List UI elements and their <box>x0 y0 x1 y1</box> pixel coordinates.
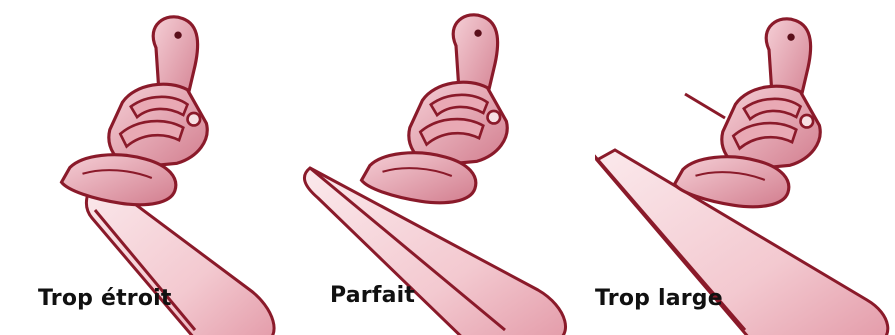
caption-wide: Trop large <box>595 286 723 311</box>
panel-narrow: Trop étroit <box>0 0 300 335</box>
panel-perfect: Parfait <box>300 0 595 335</box>
snowboard-binding-wide-icon <box>595 0 895 335</box>
panel-wide: Trop large <box>595 0 895 335</box>
caption-narrow: Trop étroit <box>38 286 172 311</box>
caption-perfect: Parfait <box>330 283 415 308</box>
snowboard-binding-narrow-icon <box>0 0 300 335</box>
